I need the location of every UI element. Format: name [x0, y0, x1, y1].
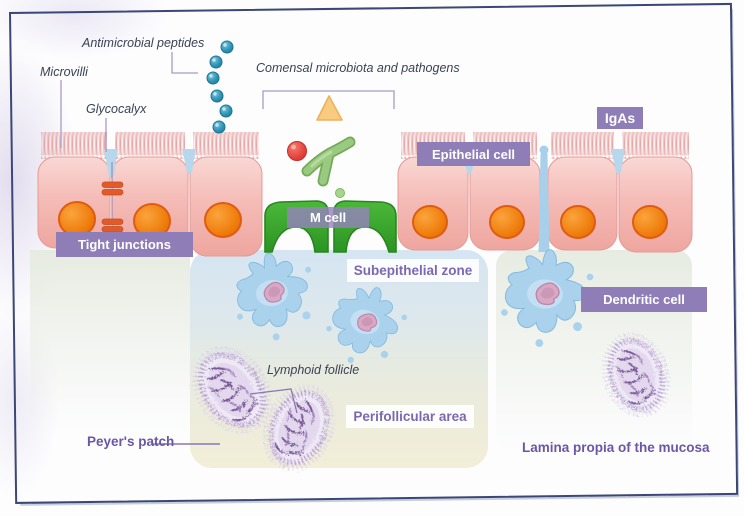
subepithelial-zone-badge: Subepithelial zone: [347, 259, 479, 282]
antigen-highlight: [291, 144, 296, 150]
epithelial-cell-badge: Epithelial cell: [417, 142, 530, 166]
tight-junctions-badge: Tight junctions: [56, 232, 193, 257]
perifollicular-area-badge: Perifollicular area: [346, 405, 474, 428]
m-cell-badge: M cell: [287, 207, 369, 228]
peyers-patch-label: Peyer's patch: [87, 434, 175, 449]
antigen-triangle: [316, 95, 343, 121]
antimicrobial-connector: [171, 52, 198, 74]
microvilli-label: Microvilli: [40, 65, 88, 79]
left-lamina-zone: [30, 250, 190, 432]
epithelium: [37, 132, 693, 257]
igas-badge: IgAs: [597, 107, 643, 129]
connector-lines: [60, 52, 395, 152]
lymphoid-follicle-label: Lymphoid follicle: [267, 363, 360, 377]
lamina-propia-label: Lamina propia of the mucosa: [522, 440, 710, 455]
microvilli-brush: [41, 132, 689, 159]
antimicrobial-peptide-dots: [206, 40, 234, 134]
follicle-connector: [249, 388, 298, 414]
dendritic-cell-badge: Dendritic cell: [581, 287, 707, 312]
comensal-microbiota-label: Comensal microbiota and pathogens: [256, 61, 460, 75]
sampled-antigen-particle: [335, 188, 345, 198]
dendritic-cell-stalk: [538, 145, 550, 252]
antimicrobial-peptides-label: Antimicrobial peptides: [82, 36, 205, 50]
glycocalyx-label: Glycocalyx: [86, 102, 147, 116]
pathogen-green-shape: [301, 136, 356, 187]
tight-junction-bars: [101, 181, 124, 233]
antigen-red-particle: [287, 141, 307, 161]
microbiota-bracket: [262, 90, 395, 109]
